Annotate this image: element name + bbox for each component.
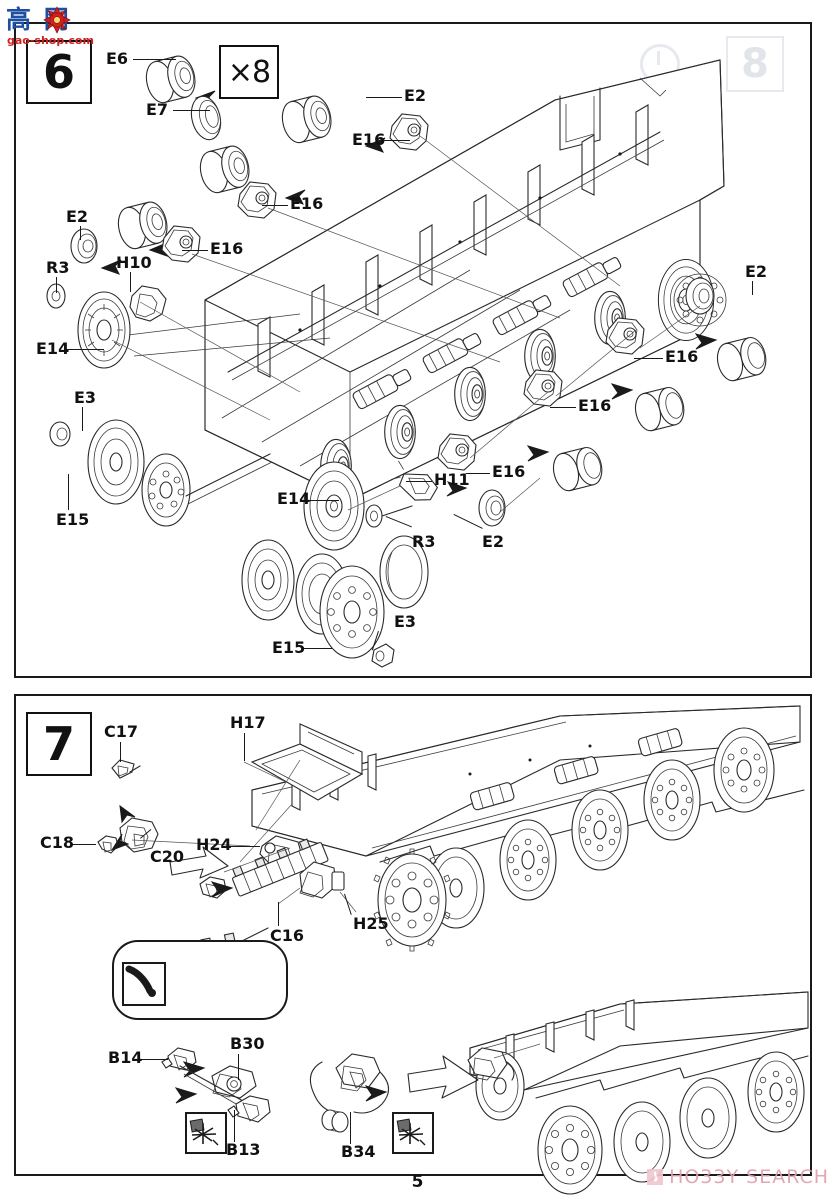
- leader-line: [550, 407, 576, 408]
- part-label-e16: E16: [492, 462, 526, 481]
- step-number-6: 6: [26, 40, 92, 104]
- leader-line: [80, 226, 81, 240]
- leader-line: [173, 110, 210, 111]
- leader-line: [70, 844, 96, 845]
- cut-part-icon: [189, 1118, 219, 1146]
- hobby-search-label: HO33Y SEARCH: [669, 1166, 829, 1188]
- leader-line: [350, 1112, 351, 1144]
- part-label-h11: H11: [434, 470, 470, 489]
- part-label-e16: E16: [665, 347, 699, 366]
- part-label-e2: E2: [404, 86, 427, 105]
- glue-applicator-icon: [125, 965, 156, 997]
- leader-line: [66, 349, 104, 350]
- cut-part-icon-box: [392, 1112, 434, 1154]
- leader-line: [466, 473, 490, 474]
- part-label-e16: E16: [290, 194, 324, 213]
- part-label-c17: C17: [104, 722, 139, 741]
- flame-icon: [647, 1169, 664, 1185]
- leader-line: [278, 902, 279, 926]
- part-label-b34: B34: [341, 1142, 376, 1161]
- part-label-e2: E2: [482, 532, 505, 551]
- leader-line: [309, 500, 339, 501]
- part-label-b13: B13: [226, 1140, 261, 1159]
- cut-part-icon: [396, 1118, 426, 1146]
- cut-part-icon-box: [185, 1112, 227, 1154]
- leader-line: [234, 1110, 235, 1142]
- leader-line: [130, 272, 131, 292]
- part-label-e2: E2: [745, 262, 768, 281]
- part-label-b30: B30: [230, 1034, 265, 1053]
- leader-line: [133, 59, 176, 60]
- part-label-e2: E2: [66, 207, 89, 226]
- part-label-e16: E16: [578, 396, 612, 415]
- leader-line: [182, 250, 208, 251]
- step-number-7: 7: [26, 712, 92, 776]
- leader-line: [262, 205, 288, 206]
- part-label-c20: C20: [150, 847, 185, 866]
- leader-line: [238, 1054, 239, 1080]
- part-label-b14: B14: [108, 1048, 143, 1067]
- part-label-e7: E7: [146, 100, 169, 119]
- glue-applicator-icon-box: [122, 962, 166, 1006]
- leader-line: [120, 742, 121, 762]
- part-label-e14: E14: [277, 489, 311, 508]
- part-label-e16: E16: [210, 239, 244, 258]
- leader-line: [68, 474, 69, 510]
- part-label-e14: E14: [36, 339, 70, 358]
- hobby-search-watermark: HO33Y SEARCH: [647, 1166, 829, 1188]
- step-6-frame: [14, 22, 812, 678]
- leader-line: [382, 140, 410, 141]
- watermark-domain: gao-shop.com: [7, 34, 94, 47]
- leader-line: [752, 281, 753, 295]
- part-label-e16: E16: [352, 130, 386, 149]
- gao-shop-watermark: 高 网 gao-shop.com: [6, 4, 116, 50]
- leader-line: [634, 358, 663, 359]
- leader-line: [56, 277, 57, 293]
- leader-line: [406, 481, 432, 482]
- part-label-e3: E3: [74, 388, 97, 407]
- step-7-frame: [14, 694, 812, 1176]
- part-label-h25: H25: [353, 914, 389, 933]
- leader-line: [82, 407, 83, 431]
- part-label-e15: E15: [56, 510, 90, 529]
- part-label-h24: H24: [196, 835, 232, 854]
- part-label-c16: C16: [270, 926, 305, 945]
- part-label-e15: E15: [272, 638, 306, 657]
- part-label-e3: E3: [394, 612, 417, 631]
- part-label-c18: C18: [40, 833, 75, 852]
- part-label-e6: E6: [106, 49, 129, 68]
- part-label-h10: H10: [116, 253, 152, 272]
- leader-line: [304, 648, 332, 649]
- leader-line: [366, 97, 402, 98]
- ghost-step-number: 8: [726, 36, 784, 92]
- part-label-r3: R3: [412, 532, 436, 551]
- flower-emblem-icon: [43, 6, 71, 34]
- leader-line: [138, 1059, 168, 1060]
- part-label-h17: H17: [230, 713, 266, 732]
- leader-line: [228, 846, 260, 847]
- page-number: 5: [411, 1172, 424, 1192]
- leader-line: [244, 733, 245, 761]
- part-label-r3: R3: [46, 258, 70, 277]
- quantity-multiplier-badge: ×8: [219, 45, 279, 99]
